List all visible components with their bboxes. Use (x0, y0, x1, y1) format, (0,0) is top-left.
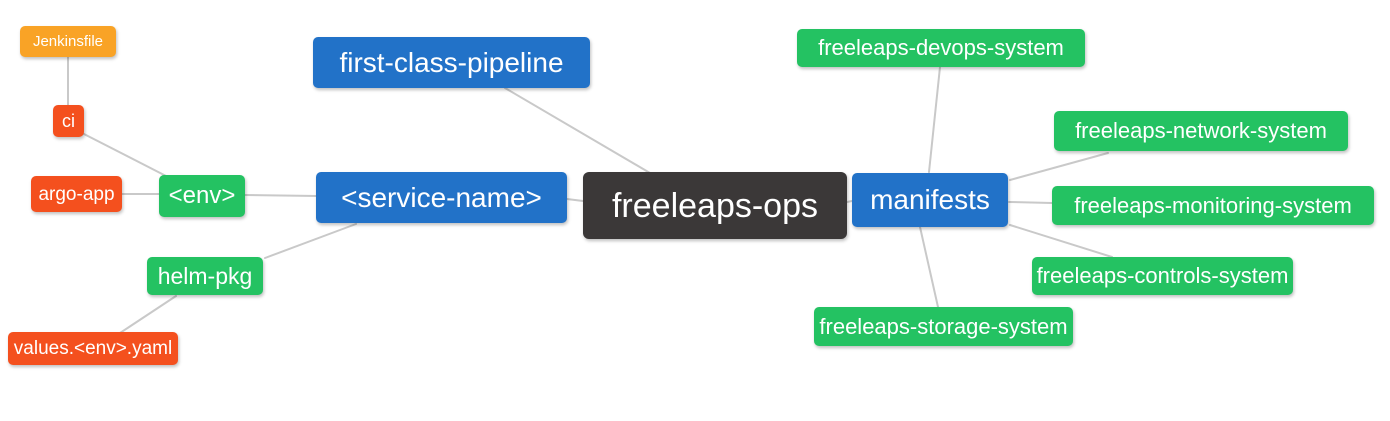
node-freeleaps-monitoring-system[interactable]: freeleaps-monitoring-system (1052, 186, 1374, 225)
node-freeleaps-storage-system[interactable]: freeleaps-storage-system (814, 307, 1073, 346)
node-manifests[interactable]: manifests (852, 173, 1008, 227)
node-first-class-pipeline[interactable]: first-class-pipeline (313, 37, 590, 88)
node-freeleaps-ops[interactable]: freeleaps-ops (583, 172, 847, 239)
edge-manifests-storage (919, 226, 939, 308)
edge-ci-env (81, 132, 169, 178)
node-jenkinsfile[interactable]: Jenkinsfile (20, 26, 116, 57)
node-freeleaps-controls-system[interactable]: freeleaps-controls-system (1032, 257, 1293, 295)
edge-values-helm-pkg (119, 295, 177, 334)
edge-env-service-name (243, 194, 318, 197)
node-values-env-yaml[interactable]: values.<env>.yaml (8, 332, 178, 365)
node-service-name[interactable]: <service-name> (316, 172, 567, 223)
edge-pipeline-root (504, 87, 651, 174)
node-env[interactable]: <env> (159, 175, 245, 217)
node-argo-app[interactable]: argo-app (31, 176, 122, 212)
node-ci[interactable]: ci (53, 105, 84, 137)
node-freeleaps-devops-system[interactable]: freeleaps-devops-system (797, 29, 1085, 67)
edge-manifests-network (1009, 152, 1109, 181)
node-helm-pkg[interactable]: helm-pkg (147, 257, 263, 295)
edge-manifests-controls (1009, 224, 1113, 258)
node-freeleaps-network-system[interactable]: freeleaps-network-system (1054, 111, 1348, 151)
edge-manifests-devops (928, 66, 941, 173)
edge-helm-pkg-service-name (264, 223, 357, 259)
edge-service-name-root (566, 198, 584, 202)
edge-manifests-monitoring (1008, 201, 1053, 204)
